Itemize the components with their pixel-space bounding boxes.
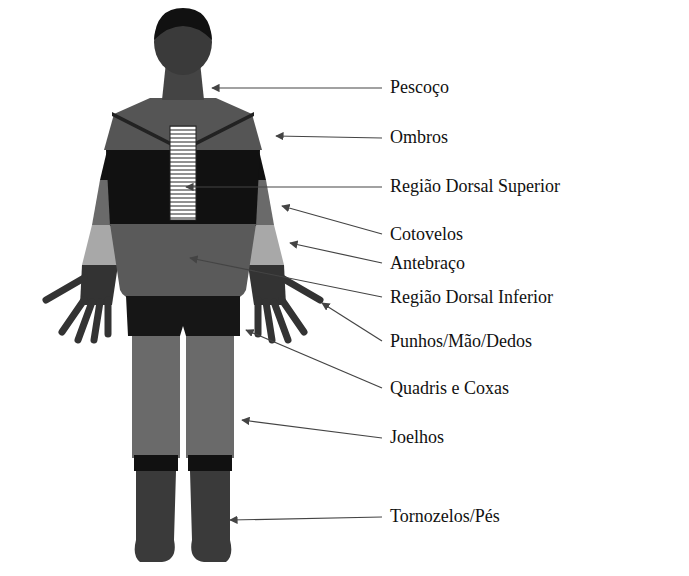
body-part-label: Tornozelos/Pés <box>390 507 500 527</box>
body-part-label: Punhos/Mão/Dedos <box>390 332 532 352</box>
body-part-label: Quadris e Coxas <box>390 379 509 399</box>
head-neck <box>154 8 212 100</box>
body-part-label: Ombros <box>390 128 448 148</box>
body-part-label: Região Dorsal Superior <box>390 177 560 197</box>
body-part-label: Região Dorsal Inferior <box>390 288 553 308</box>
body-part-label: Pescoço <box>390 78 449 98</box>
torso <box>104 98 262 336</box>
body-part-label: Antebraço <box>390 254 465 274</box>
legs <box>132 320 234 562</box>
body-part-label: Cotovelos <box>390 225 463 245</box>
leader-lines <box>186 88 382 520</box>
body-part-label: Joelhos <box>390 428 444 448</box>
